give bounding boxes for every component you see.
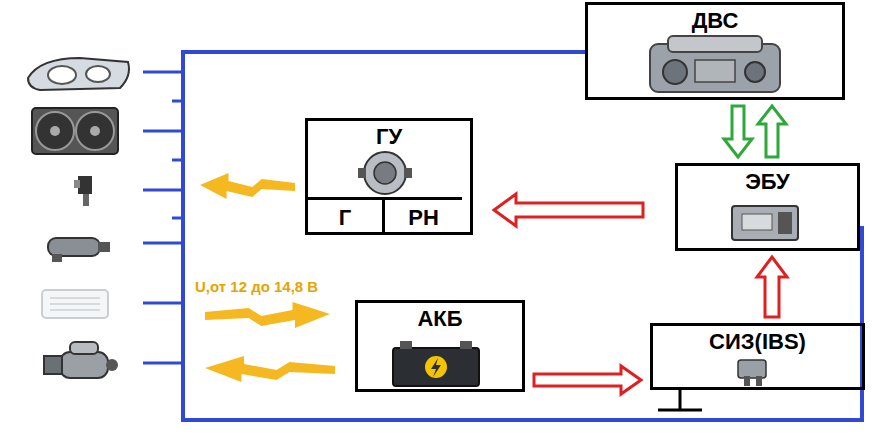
sensor-picture — [756, 376, 762, 386]
signal-arrow — [757, 257, 787, 317]
signal-arrow — [724, 106, 752, 157]
sensor-picture — [738, 360, 766, 386]
current-arrow — [205, 356, 335, 382]
heater-icon — [50, 297, 100, 299]
sensor-icon — [74, 180, 80, 188]
alternator-picture — [358, 168, 366, 178]
unit-cell: Г — [308, 197, 385, 232]
fan-icon — [50, 126, 60, 136]
signal-arrow — [758, 106, 786, 157]
bus-stubs — [143, 72, 183, 363]
heater-icon — [50, 303, 100, 305]
bus-stubs — [143, 130, 183, 133]
current-arrow — [205, 302, 330, 328]
motor-icon — [52, 254, 62, 262]
unit-title: ГУ — [308, 121, 470, 149]
unit-title: ДВС — [588, 5, 842, 33]
bus-stubs — [143, 71, 183, 74]
battery-picture — [425, 356, 447, 378]
engine-picture — [668, 36, 762, 52]
alternator-picture — [374, 162, 396, 184]
unit-box: СИЗ(IBS) — [650, 323, 865, 390]
headlight-icon — [28, 58, 129, 90]
headlight-icon — [86, 66, 110, 82]
battery-picture — [460, 341, 472, 349]
battery-picture — [431, 358, 441, 377]
engine-picture — [745, 62, 765, 82]
bus-stubs — [172, 100, 183, 103]
alternator-picture — [404, 168, 412, 178]
current-arrow — [200, 173, 295, 199]
current-arrow — [200, 173, 335, 382]
headlight-icon — [48, 66, 76, 84]
signal-arrow — [534, 366, 641, 394]
unit-box: ЭБУ — [675, 163, 860, 251]
unit-box: ГУ Г РН — [305, 118, 473, 235]
bus-stubs — [143, 362, 183, 365]
fan-icon — [32, 108, 118, 154]
ground-symbol — [658, 390, 702, 410]
voltage-label: U,от 12 до 14,8 В — [195, 278, 318, 295]
engine-picture — [695, 60, 735, 82]
signal-arrow — [494, 194, 643, 226]
alternator-picture — [358, 152, 412, 194]
engine-picture — [663, 60, 687, 84]
starter-icon — [44, 342, 118, 378]
ecu-picture — [742, 214, 772, 230]
bus-stubs — [172, 159, 183, 162]
unit-title: АКБ — [358, 303, 522, 331]
engine-picture — [650, 36, 780, 92]
ground-symbol — [658, 409, 702, 412]
fan-icon — [36, 112, 74, 150]
motor-icon — [48, 238, 110, 262]
starter-icon — [106, 359, 118, 371]
bus-stubs — [143, 242, 183, 245]
motor-icon — [98, 242, 110, 252]
unit-box: ДВС — [585, 2, 845, 100]
bus-stubs — [143, 302, 183, 305]
heater-icon — [42, 290, 108, 318]
battery-picture — [393, 348, 479, 386]
starter-icon — [44, 356, 62, 374]
alternator-picture — [364, 152, 406, 194]
sensor-icon — [78, 176, 92, 194]
fan-icon — [32, 108, 118, 154]
power-bus — [183, 52, 862, 420]
motor-icon — [48, 238, 100, 256]
ecu-picture — [732, 206, 798, 240]
sensor-picture — [744, 376, 750, 386]
bus-stubs — [143, 189, 183, 192]
heater-icon — [42, 290, 108, 318]
sensor-picture — [738, 360, 766, 378]
unit-title: РН — [408, 202, 439, 230]
unit-title: СИЗ(IBS) — [653, 326, 862, 354]
heater-icon — [50, 309, 100, 311]
ecu-picture — [732, 206, 798, 240]
bus-stubs — [172, 217, 183, 220]
unit-title: ЭБУ — [678, 166, 857, 194]
fan-icon — [90, 126, 100, 136]
starter-icon — [70, 342, 98, 354]
battery-picture — [400, 341, 412, 349]
sensor-icon — [83, 194, 89, 206]
fan-icon — [76, 112, 114, 150]
sensor-icon — [74, 176, 92, 206]
headlight-icon — [28, 58, 129, 90]
ecu-picture — [778, 212, 792, 234]
battery-picture — [393, 341, 479, 386]
ground-symbol — [679, 390, 682, 409]
unit-box: АКБ — [355, 300, 525, 392]
unit-title: Г — [339, 202, 351, 230]
unit-cell: РН — [385, 197, 462, 232]
starter-icon — [60, 352, 108, 378]
